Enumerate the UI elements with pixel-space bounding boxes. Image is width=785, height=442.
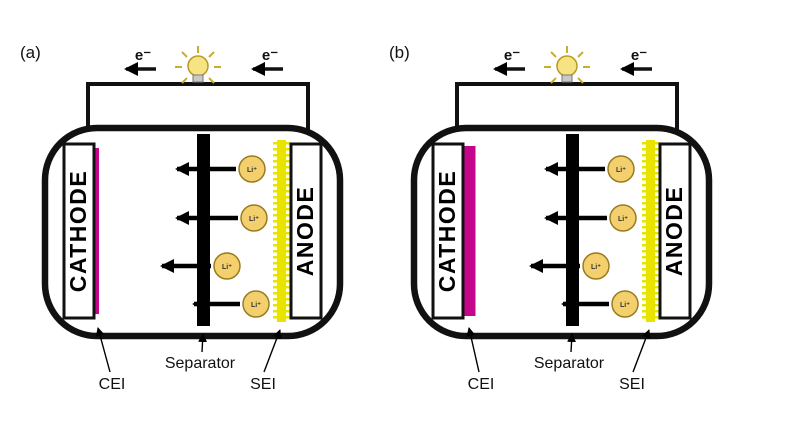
electron-label-left: e⁻: [135, 47, 151, 64]
sei-leader-line: [632, 329, 651, 373]
cei-layer: [464, 146, 476, 316]
panel-label: (a): [20, 43, 41, 62]
separator: [197, 134, 210, 326]
cei-leader-line: [95, 327, 111, 373]
li-ion: [609, 204, 637, 232]
panel-b: (b) e⁻ e⁻ CATHODE Li⁺ Li⁺ Li⁺: [389, 43, 713, 393]
cathode: [62, 142, 96, 320]
cathode-label: CATHODE: [434, 170, 460, 293]
li-ion-label: Li⁺: [620, 302, 630, 309]
separator-annotation: Separator: [534, 355, 605, 372]
panel-a: (a) e⁻ e⁻ CATHODE Li⁺ Li⁺ Li⁺: [20, 43, 344, 393]
cei-leader-line: [466, 327, 480, 373]
cei-layer: [95, 148, 99, 314]
separator: [566, 134, 579, 326]
anode: [289, 142, 323, 320]
li-ion: [582, 252, 610, 280]
battery-cell: [41, 124, 344, 340]
anode-label: ANODE: [661, 186, 687, 277]
cei-annotation: CEI: [468, 376, 495, 393]
li-ion: [213, 252, 241, 280]
cei-annotation: CEI: [99, 376, 126, 393]
li-ion: [607, 155, 635, 183]
panel-label: (b): [389, 43, 410, 62]
li-ion: [611, 290, 639, 318]
li-ion-label: Li⁺: [618, 216, 628, 223]
circuit-wire: [86, 82, 310, 138]
sei-layer: [277, 140, 286, 322]
cathode: [431, 142, 465, 320]
anode-label: ANODE: [292, 186, 318, 277]
battery-cell: [410, 124, 713, 340]
li-ion-label: Li⁺: [247, 167, 257, 174]
sei-leader-line: [263, 329, 282, 373]
electron-label-right: e⁻: [631, 47, 647, 64]
sei-annotation: SEI: [250, 376, 276, 393]
li-ion-label: Li⁺: [249, 216, 259, 223]
circuit-wire: [455, 82, 679, 138]
li-ion-label: Li⁺: [616, 167, 626, 174]
separator-leader-line: [567, 333, 577, 353]
li-ion-label: Li⁺: [591, 264, 601, 271]
li-ion: [238, 155, 266, 183]
sei-layer: [646, 140, 655, 322]
light-bulb-icon: [544, 46, 590, 84]
electron-label-left: e⁻: [504, 47, 520, 64]
light-bulb-icon: [175, 46, 221, 84]
cathode-label: CATHODE: [65, 170, 91, 293]
separator-leader-line: [198, 333, 208, 353]
li-ion-label: Li⁺: [251, 302, 261, 309]
anode: [658, 142, 692, 320]
electron-label-right: e⁻: [262, 47, 278, 64]
sei-annotation: SEI: [619, 376, 645, 393]
li-ion: [240, 204, 268, 232]
li-ion-label: Li⁺: [222, 264, 232, 271]
separator-annotation: Separator: [165, 355, 236, 372]
li-ion: [242, 290, 270, 318]
